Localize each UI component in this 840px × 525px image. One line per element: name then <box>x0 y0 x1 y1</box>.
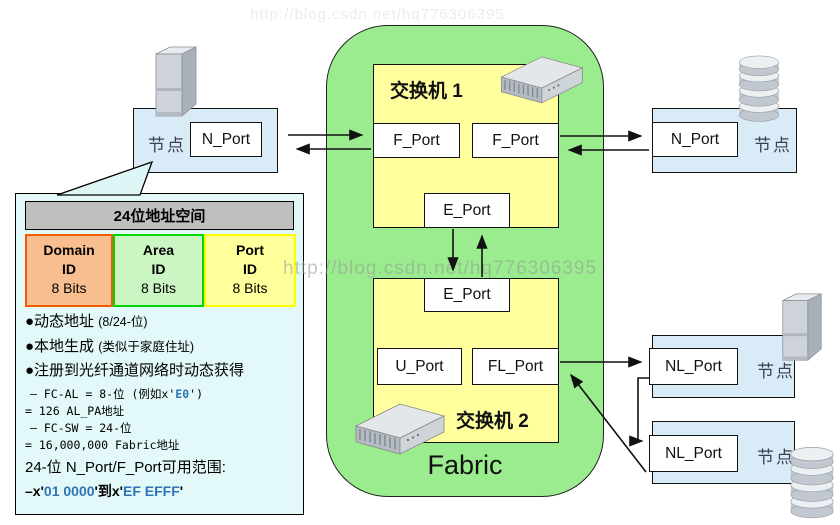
port-id-label: ID <box>243 260 257 277</box>
area-id-bits: 8 Bits <box>140 279 176 296</box>
fabric-label: Fabric <box>427 450 503 480</box>
switch2-device-icon <box>348 395 448 459</box>
node-left-label: 节点 <box>148 136 186 155</box>
node-right-middle-label: 节点 <box>757 362 795 381</box>
node-right-top-label: 节点 <box>754 136 792 155</box>
switch1-device-icon <box>494 48 586 108</box>
switch2-e-port: E_Port <box>424 278 510 312</box>
detail-fc-al: – FC-AL = 8-位 (例如x'E0') <box>30 386 203 401</box>
node-right-top-n-port: N_Port <box>652 122 738 157</box>
address-space-panel: 24位地址空间 Domain ID 8 Bits Area ID 8 Bits … <box>15 193 304 515</box>
database-icon-bottom <box>785 446 839 522</box>
detail-fc-sw: – FC-SW = 24-位 <box>30 421 132 435</box>
address-panel-text: ●动态地址 (8/24-位) ●本地生成 (类似于家庭住址) ●注册到光纤通道网… <box>25 312 297 501</box>
bullet-dynamic-address: ●动态地址 (8/24-位) <box>25 313 148 330</box>
switch1-f-port-right: F_Port <box>472 123 559 158</box>
detail-fabric-addresses: = 16,000,000 Fabric地址 <box>25 438 180 453</box>
address-space-header: 24位地址空间 <box>25 201 294 230</box>
watermark-top: http://blog.csdn.net/hq776306395 <box>250 6 505 23</box>
switch1-e-port: E_Port <box>424 193 510 228</box>
arrow-nl1-to-nl2 <box>629 377 650 447</box>
bullet-registered: ●注册到光纤通道网络时动态获得 <box>25 362 245 379</box>
range-title: 24-位 N_Port/F_Port可用范围: <box>25 458 226 476</box>
range-line: –x'01 0000'到x'EF EFFF' <box>25 483 184 499</box>
server-icon <box>150 44 202 122</box>
area-id-field: Area ID 8 Bits <box>113 234 204 307</box>
switch2-fl-port: FL_Port <box>472 348 559 385</box>
domain-id-bits: 8 Bits <box>51 279 87 296</box>
port-id-bits: 8 Bits <box>232 279 268 296</box>
port-id-name: Port <box>236 242 264 258</box>
area-id-name: Area <box>142 242 175 258</box>
node-left-n-port: N_Port <box>190 122 262 157</box>
switch1-f-port-left: F_Port <box>373 123 460 158</box>
node-right-bottom-label: 节点 <box>757 448 795 467</box>
switch1-title: 交换机 1 <box>390 81 463 102</box>
domain-id-label: ID <box>62 260 76 277</box>
port-id-field: Port ID 8 Bits <box>204 234 296 307</box>
area-id-label: ID <box>151 260 166 277</box>
database-icon-top <box>731 55 787 125</box>
detail-al-pa: = 126 AL_PA地址 <box>25 403 125 418</box>
domain-id-name: Domain <box>43 242 95 258</box>
node-right-middle-nl-port: NL_Port <box>649 348 738 385</box>
watermark-middle: http://blog.csdn.net/hq776306395 <box>283 258 598 279</box>
domain-id-field: Domain ID 8 Bits <box>25 234 113 307</box>
bullet-locally-generated: ●本地生成 (类似于家庭住址) <box>25 337 195 355</box>
switch2-title: 交换机 2 <box>456 411 529 432</box>
switch2-u-port: U_Port <box>377 348 462 385</box>
node-right-bottom-nl-port: NL_Port <box>649 435 738 472</box>
server-icon-right <box>777 291 827 366</box>
